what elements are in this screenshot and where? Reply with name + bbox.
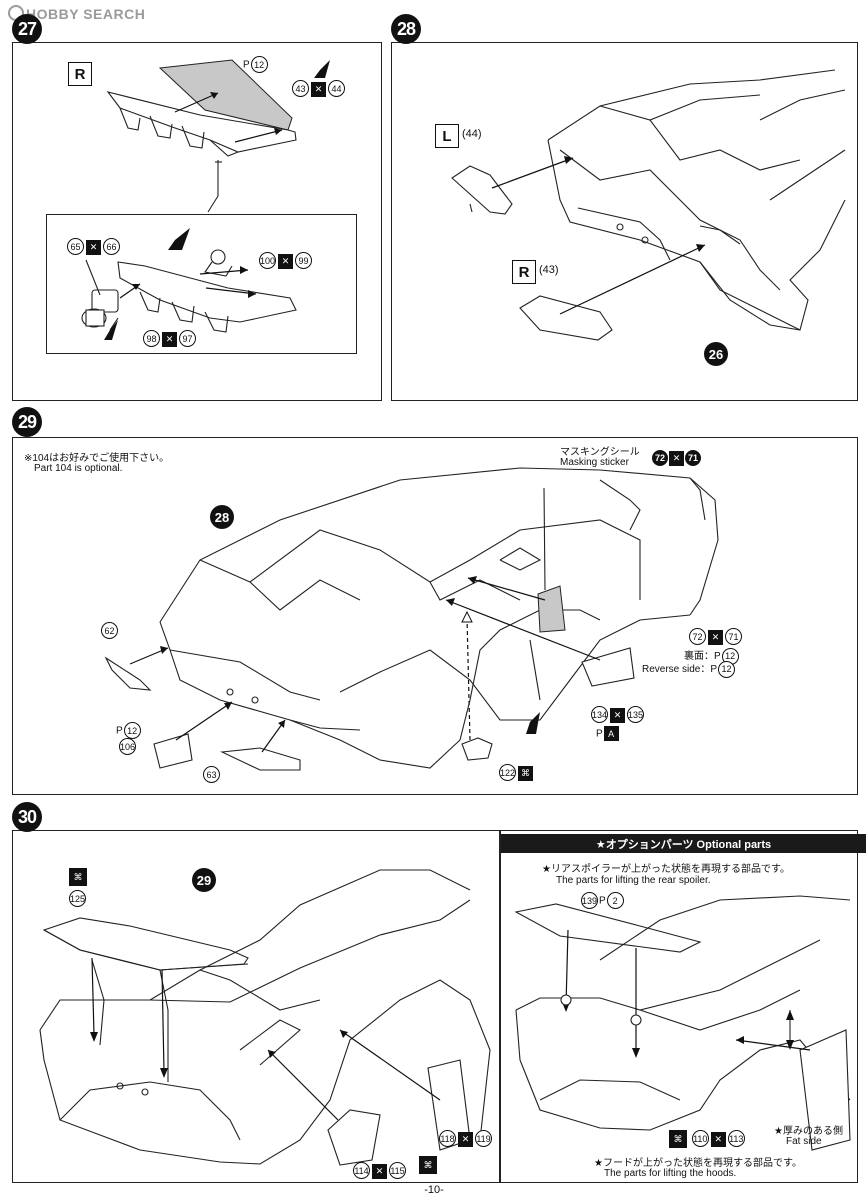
side-r-label-28: R — [512, 260, 536, 284]
cement-icon: ✕ — [311, 81, 326, 97]
part-125: 125 — [68, 890, 87, 907]
cement-icon: ✕ — [162, 331, 177, 347]
step-28-panel — [391, 42, 858, 401]
parts-118-119: 118✕119 — [438, 1130, 493, 1147]
step30-car-spoiler-drawing — [39, 869, 491, 1166]
step27-spoiler-drawing — [81, 59, 330, 340]
paint-icon: ⌘ — [518, 765, 533, 781]
page-number: -10- — [424, 1184, 444, 1196]
fat-side-en: Fat side — [786, 1136, 822, 1147]
mask-sticker-en: Masking sticker — [560, 457, 629, 468]
side-r-label: R — [68, 62, 92, 86]
step-26-ref: 26 — [704, 342, 728, 366]
cement-icon: ✕ — [372, 1163, 387, 1179]
step29-car-body-drawing — [104, 467, 719, 771]
part-106: 106 — [118, 738, 137, 755]
parts-134-135: 134✕135 — [590, 706, 645, 723]
optional-parts-panel — [500, 830, 858, 1183]
paint-icon-125: ⌘ — [68, 868, 88, 886]
mask-sticker-jp: マスキングシール — [560, 447, 640, 458]
parts-98-97: 98✕97 — [142, 330, 197, 347]
part-122: 122⌘ — [498, 764, 534, 781]
cement-icon: ✕ — [708, 629, 723, 645]
fat-side-jp: ★厚みのある側 — [774, 1126, 843, 1137]
side-l-label: L — [435, 124, 459, 148]
side-parts-72-71: 72✕71 — [688, 628, 743, 645]
left-part-ref: (44) — [462, 128, 482, 140]
step-29-ref: 29 — [192, 868, 216, 892]
cement-icon: ✕ — [86, 239, 101, 255]
spoiler-note-jp: ★リアスポイラーが上がった状態を再現する部品です。 — [542, 864, 790, 875]
step-28-number: 28 — [391, 14, 421, 44]
parts-65-66: 65✕66 — [66, 238, 121, 255]
step-27-number: 27 — [12, 14, 42, 44]
optional-note-en: Part 104 is optional. — [34, 463, 123, 474]
cement-icon: ✕ — [278, 253, 293, 269]
parts-114-115: 114✕115 — [352, 1162, 407, 1179]
parts-43-44: 43✕44 — [291, 80, 346, 97]
optional-parts-header: ★オプションパーツ Optional parts — [501, 834, 866, 853]
optional-note-jp: ※104はお好みでご使用下さい。 — [24, 453, 170, 464]
right-part-ref: (43) — [539, 264, 559, 276]
cement-icon: ✕ — [458, 1131, 473, 1147]
spoiler-note-en: The parts for lifting the rear spoiler. — [556, 875, 711, 886]
mask-parts: 72✕71 — [652, 450, 701, 466]
step-29-number: 29 — [12, 407, 42, 437]
part-63: 63 — [202, 766, 221, 783]
hood-note-en: The parts for lifting the hoods. — [604, 1168, 737, 1179]
step-30-number: 30 — [12, 802, 42, 832]
parts-100-99: 100✕99 — [258, 252, 313, 269]
cement-icon: ✕ — [710, 1131, 726, 1147]
cement-icon: ✕ — [610, 707, 625, 723]
hood-note-jp: ★フードが上がった状態を再現する部品です。 — [594, 1158, 802, 1169]
step-28-ref: 28 — [210, 505, 234, 529]
paint-icon: ⌘ — [669, 1130, 687, 1148]
part-62: 62 — [100, 622, 119, 639]
cement-icon: ✕ — [669, 451, 684, 466]
step28-car-rear-drawing — [451, 69, 846, 341]
optional-parts-drawing — [514, 895, 851, 1151]
parts-110-113: ⌘ 110✕113 — [668, 1130, 746, 1148]
paint-icon-step30: ⌘ — [418, 1156, 438, 1174]
step-29-panel — [12, 437, 858, 795]
